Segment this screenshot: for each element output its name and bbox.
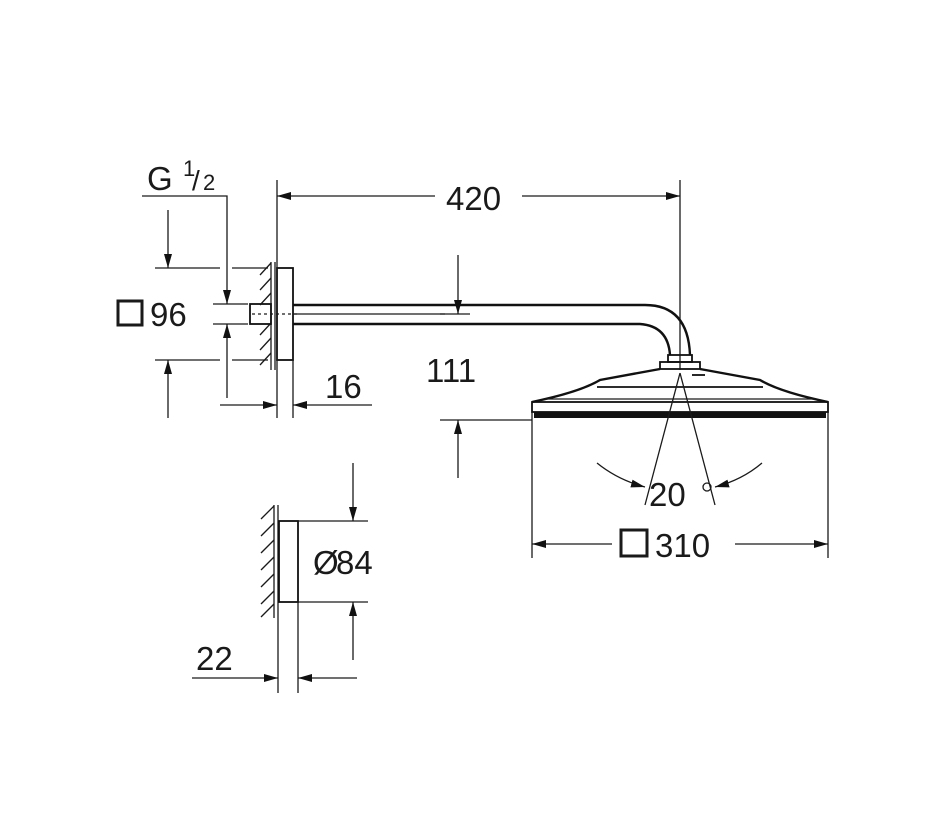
arm-length-value: 420 [446, 180, 501, 217]
svg-text:1: 1 [183, 156, 195, 181]
wall-plate-depth-dimension: 22 [192, 602, 357, 693]
arm-length-dimension: 420 [276, 180, 681, 370]
spray-angle-value: 20 [649, 476, 686, 513]
thread-label: G [147, 160, 173, 197]
flange-depth-value: 16 [325, 368, 362, 405]
head-square-dimension: 310 [531, 412, 829, 564]
shower-arm-and-head [445, 303, 829, 418]
square-symbol-icon [116, 299, 144, 327]
square-symbol-icon [619, 528, 649, 558]
flange-depth-dimension: 16 [220, 262, 372, 418]
wall-hatching [260, 505, 275, 618]
spray-angle-dimension: 20 [596, 372, 763, 513]
wall-flange-view [249, 262, 445, 370]
head-square-value: 310 [655, 527, 710, 564]
svg-text:2: 2 [203, 170, 215, 195]
diameter-symbol-icon: Ø [313, 544, 339, 581]
wall-plate-diameter-dimension: Ø 84 [298, 463, 373, 660]
wall-hatching [259, 262, 272, 366]
wall-plate-diameter-value: 84 [336, 544, 373, 581]
drop-height-value: 111 [426, 352, 476, 389]
wall-plate-view [260, 505, 299, 618]
wall-plate-depth-value: 22 [196, 640, 233, 677]
flange-square-value: 96 [150, 296, 187, 333]
svg-text:/: / [192, 165, 200, 196]
drop-height-dimension: 111 [426, 255, 532, 478]
thread-dimension: G 1 / 2 [142, 156, 248, 398]
flange-square-dimension: 96 [116, 210, 268, 418]
